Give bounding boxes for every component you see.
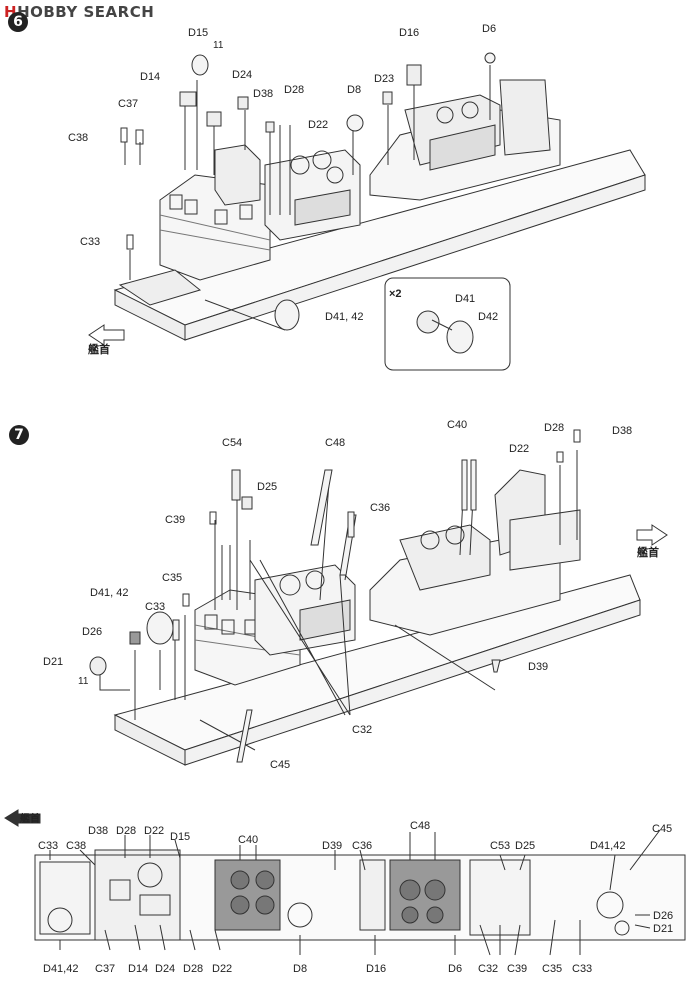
- plan-top-d25: D25: [515, 840, 535, 852]
- callout-c33: C33: [80, 236, 100, 248]
- plan-bottom-c39: C39: [507, 963, 527, 975]
- step6-pe-tag: 11: [213, 40, 224, 51]
- plan-top-c48: C48: [410, 820, 430, 832]
- callout-d22: D22: [308, 119, 328, 131]
- callout-c36: C36: [370, 502, 390, 514]
- plan-bow-label: 艦首: [20, 812, 40, 825]
- plan-bottom-d22: D22: [212, 963, 232, 975]
- plan-bottom-d16: D16: [366, 963, 386, 975]
- plan-top-c38: C38: [66, 840, 86, 852]
- callout-d26: D26: [82, 626, 102, 638]
- callout-c54: C54: [222, 437, 242, 449]
- callout-d28-s7: D28: [544, 422, 564, 434]
- callout-c35: C35: [162, 572, 182, 584]
- step6-parts: [120, 52, 496, 331]
- step7-parts: [89, 429, 581, 763]
- callout-d25: D25: [257, 481, 277, 493]
- plan-bow-arrow: [4, 809, 41, 827]
- plan-bottom-c37: C37: [95, 963, 115, 975]
- inset-callout-d42: D42: [478, 311, 498, 323]
- plan-right-d21: D21: [653, 923, 673, 935]
- plan-top-d38: D38: [88, 825, 108, 837]
- logo-text: HOBBY SEARCH: [17, 3, 155, 21]
- plan-bottom-d41-42: D41,42: [43, 963, 78, 975]
- inset-multiplier: ×2: [389, 288, 402, 300]
- callout-c38: C38: [68, 132, 88, 144]
- plan-top-c45: C45: [652, 823, 672, 835]
- plan-top-d22: D22: [144, 825, 164, 837]
- callout-d15: D15: [188, 27, 208, 39]
- plan-bottom-d6: D6: [448, 963, 462, 975]
- plan-top-c36: C36: [352, 840, 372, 852]
- callout-d41-42: D41, 42: [325, 311, 364, 323]
- callout-c33-s7: C33: [145, 601, 165, 613]
- callout-d8: D8: [347, 84, 361, 96]
- step7-pe-tag: 11: [78, 676, 89, 687]
- callout-d6: D6: [482, 23, 496, 35]
- callout-d38-s7: D38: [612, 425, 632, 437]
- step6-inset-box: [384, 277, 511, 371]
- plan-top-d28: D28: [116, 825, 136, 837]
- callout-c40: C40: [447, 419, 467, 431]
- callout-d38: D38: [253, 88, 273, 100]
- step6-bow-arrow: [88, 324, 125, 346]
- plan-view: [34, 829, 686, 956]
- plan-right-d26: D26: [653, 910, 673, 922]
- step6-bow-label: 艦首: [88, 342, 110, 356]
- plan-top-c40: C40: [238, 834, 258, 846]
- step7-bow-arrow: [636, 524, 668, 546]
- callout-d23: D23: [374, 73, 394, 85]
- plan-bottom-c32: C32: [478, 963, 498, 975]
- callout-d39: D39: [528, 661, 548, 673]
- callout-c48: C48: [325, 437, 345, 449]
- callout-d22-s7: D22: [509, 443, 529, 455]
- callout-d21: D21: [43, 656, 63, 668]
- step6-hull: [113, 65, 646, 341]
- callout-d16: D16: [399, 27, 419, 39]
- plan-bottom-d14: D14: [128, 963, 148, 975]
- callout-c32: C32: [352, 724, 372, 736]
- plan-bottom-d28: D28: [183, 963, 203, 975]
- callout-d28: D28: [284, 84, 304, 96]
- plan-top-c53: C53: [490, 840, 510, 852]
- step-6-marker: 6: [8, 12, 28, 32]
- plan-bottom-c35: C35: [542, 963, 562, 975]
- callout-d24: D24: [232, 69, 252, 81]
- step7-hull: [99, 450, 641, 766]
- plan-top-d39: D39: [322, 840, 342, 852]
- plan-bottom-d24: D24: [155, 963, 175, 975]
- plan-top-c33: C33: [38, 840, 58, 852]
- callout-c37: C37: [118, 98, 138, 110]
- callout-d41-42-s7: D41, 42: [90, 587, 129, 599]
- callout-c45: C45: [270, 759, 290, 771]
- inset-callout-d41: D41: [455, 293, 475, 305]
- plan-bottom-d8: D8: [293, 963, 307, 975]
- watermark-logo: HHOBBY SEARCH: [4, 3, 154, 21]
- step-7-marker: 7: [9, 425, 29, 445]
- callout-d14: D14: [140, 71, 160, 83]
- plan-top-d41-42: D41,42: [590, 840, 625, 852]
- callout-c39: C39: [165, 514, 185, 526]
- step7-bow-label: 艦首: [637, 545, 659, 559]
- plan-top-d15: D15: [170, 831, 190, 843]
- plan-bottom-c33: C33: [572, 963, 592, 975]
